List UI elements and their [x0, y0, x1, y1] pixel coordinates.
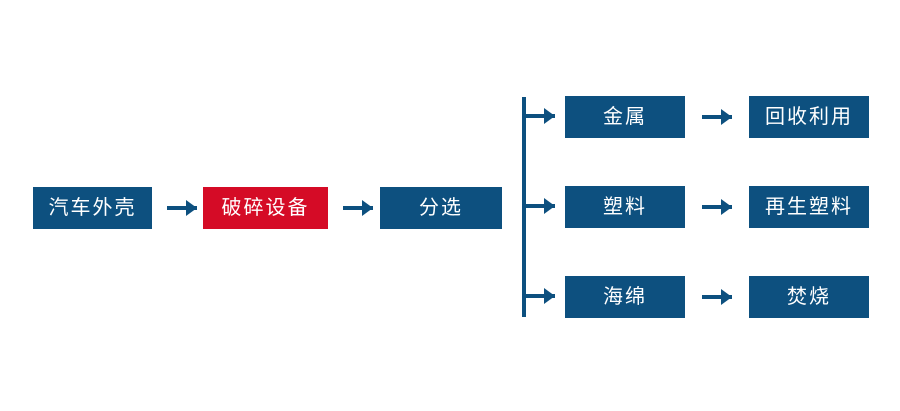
arrow-bus-to-metal — [524, 108, 555, 124]
arrow-head — [721, 289, 732, 305]
arrow-shaft — [524, 294, 555, 298]
arrow-head — [544, 288, 555, 304]
node-metal-label: 金属 — [603, 106, 647, 128]
node-incineration-label: 焚烧 — [787, 286, 831, 308]
node-sponge[interactable]: 海绵 — [565, 276, 685, 318]
node-sorting[interactable]: 分选 — [380, 187, 502, 229]
arrow-plastic-to-recycled — [702, 199, 732, 215]
arrow-shaft — [524, 114, 555, 118]
node-recycle-use[interactable]: 回收利用 — [749, 96, 869, 138]
node-recycled-plastic[interactable]: 再生塑料 — [749, 186, 869, 228]
node-car-shell[interactable]: 汽车外壳 — [33, 187, 152, 229]
node-crusher-label: 破碎设备 — [221, 197, 310, 219]
node-sponge-label: 海绵 — [603, 286, 647, 308]
arrow-head — [721, 199, 732, 215]
arrow-shaft — [343, 206, 373, 210]
node-incineration[interactable]: 焚烧 — [749, 276, 869, 318]
node-recycle-use-label: 回收利用 — [765, 106, 853, 128]
arrow-bus-to-sponge — [524, 288, 555, 304]
arrow-shaft — [524, 204, 555, 208]
node-sorting-label: 分选 — [419, 197, 463, 219]
arrow-bus-to-plastic — [524, 198, 555, 214]
arrow-sponge-to-incineration — [702, 289, 732, 305]
arrow-metal-to-recycle — [702, 109, 732, 125]
arrow-shaft — [702, 295, 732, 299]
arrow-head — [186, 200, 197, 216]
arrow-head — [362, 200, 373, 216]
arrow-shaft — [702, 205, 732, 209]
arrow-shell-to-crusher — [167, 200, 197, 216]
arrow-head — [544, 108, 555, 124]
node-recycled-plastic-label: 再生塑料 — [765, 196, 853, 218]
node-plastic[interactable]: 塑料 — [565, 186, 685, 228]
node-crusher[interactable]: 破碎设备 — [203, 187, 328, 229]
node-metal[interactable]: 金属 — [565, 96, 685, 138]
arrow-crusher-to-sorting — [343, 200, 373, 216]
arrow-shaft — [167, 206, 197, 210]
arrow-shaft — [702, 115, 732, 119]
node-car-shell-label: 汽车外壳 — [48, 197, 137, 219]
arrow-head — [721, 109, 732, 125]
node-plastic-label: 塑料 — [603, 196, 647, 218]
arrow-head — [544, 198, 555, 214]
